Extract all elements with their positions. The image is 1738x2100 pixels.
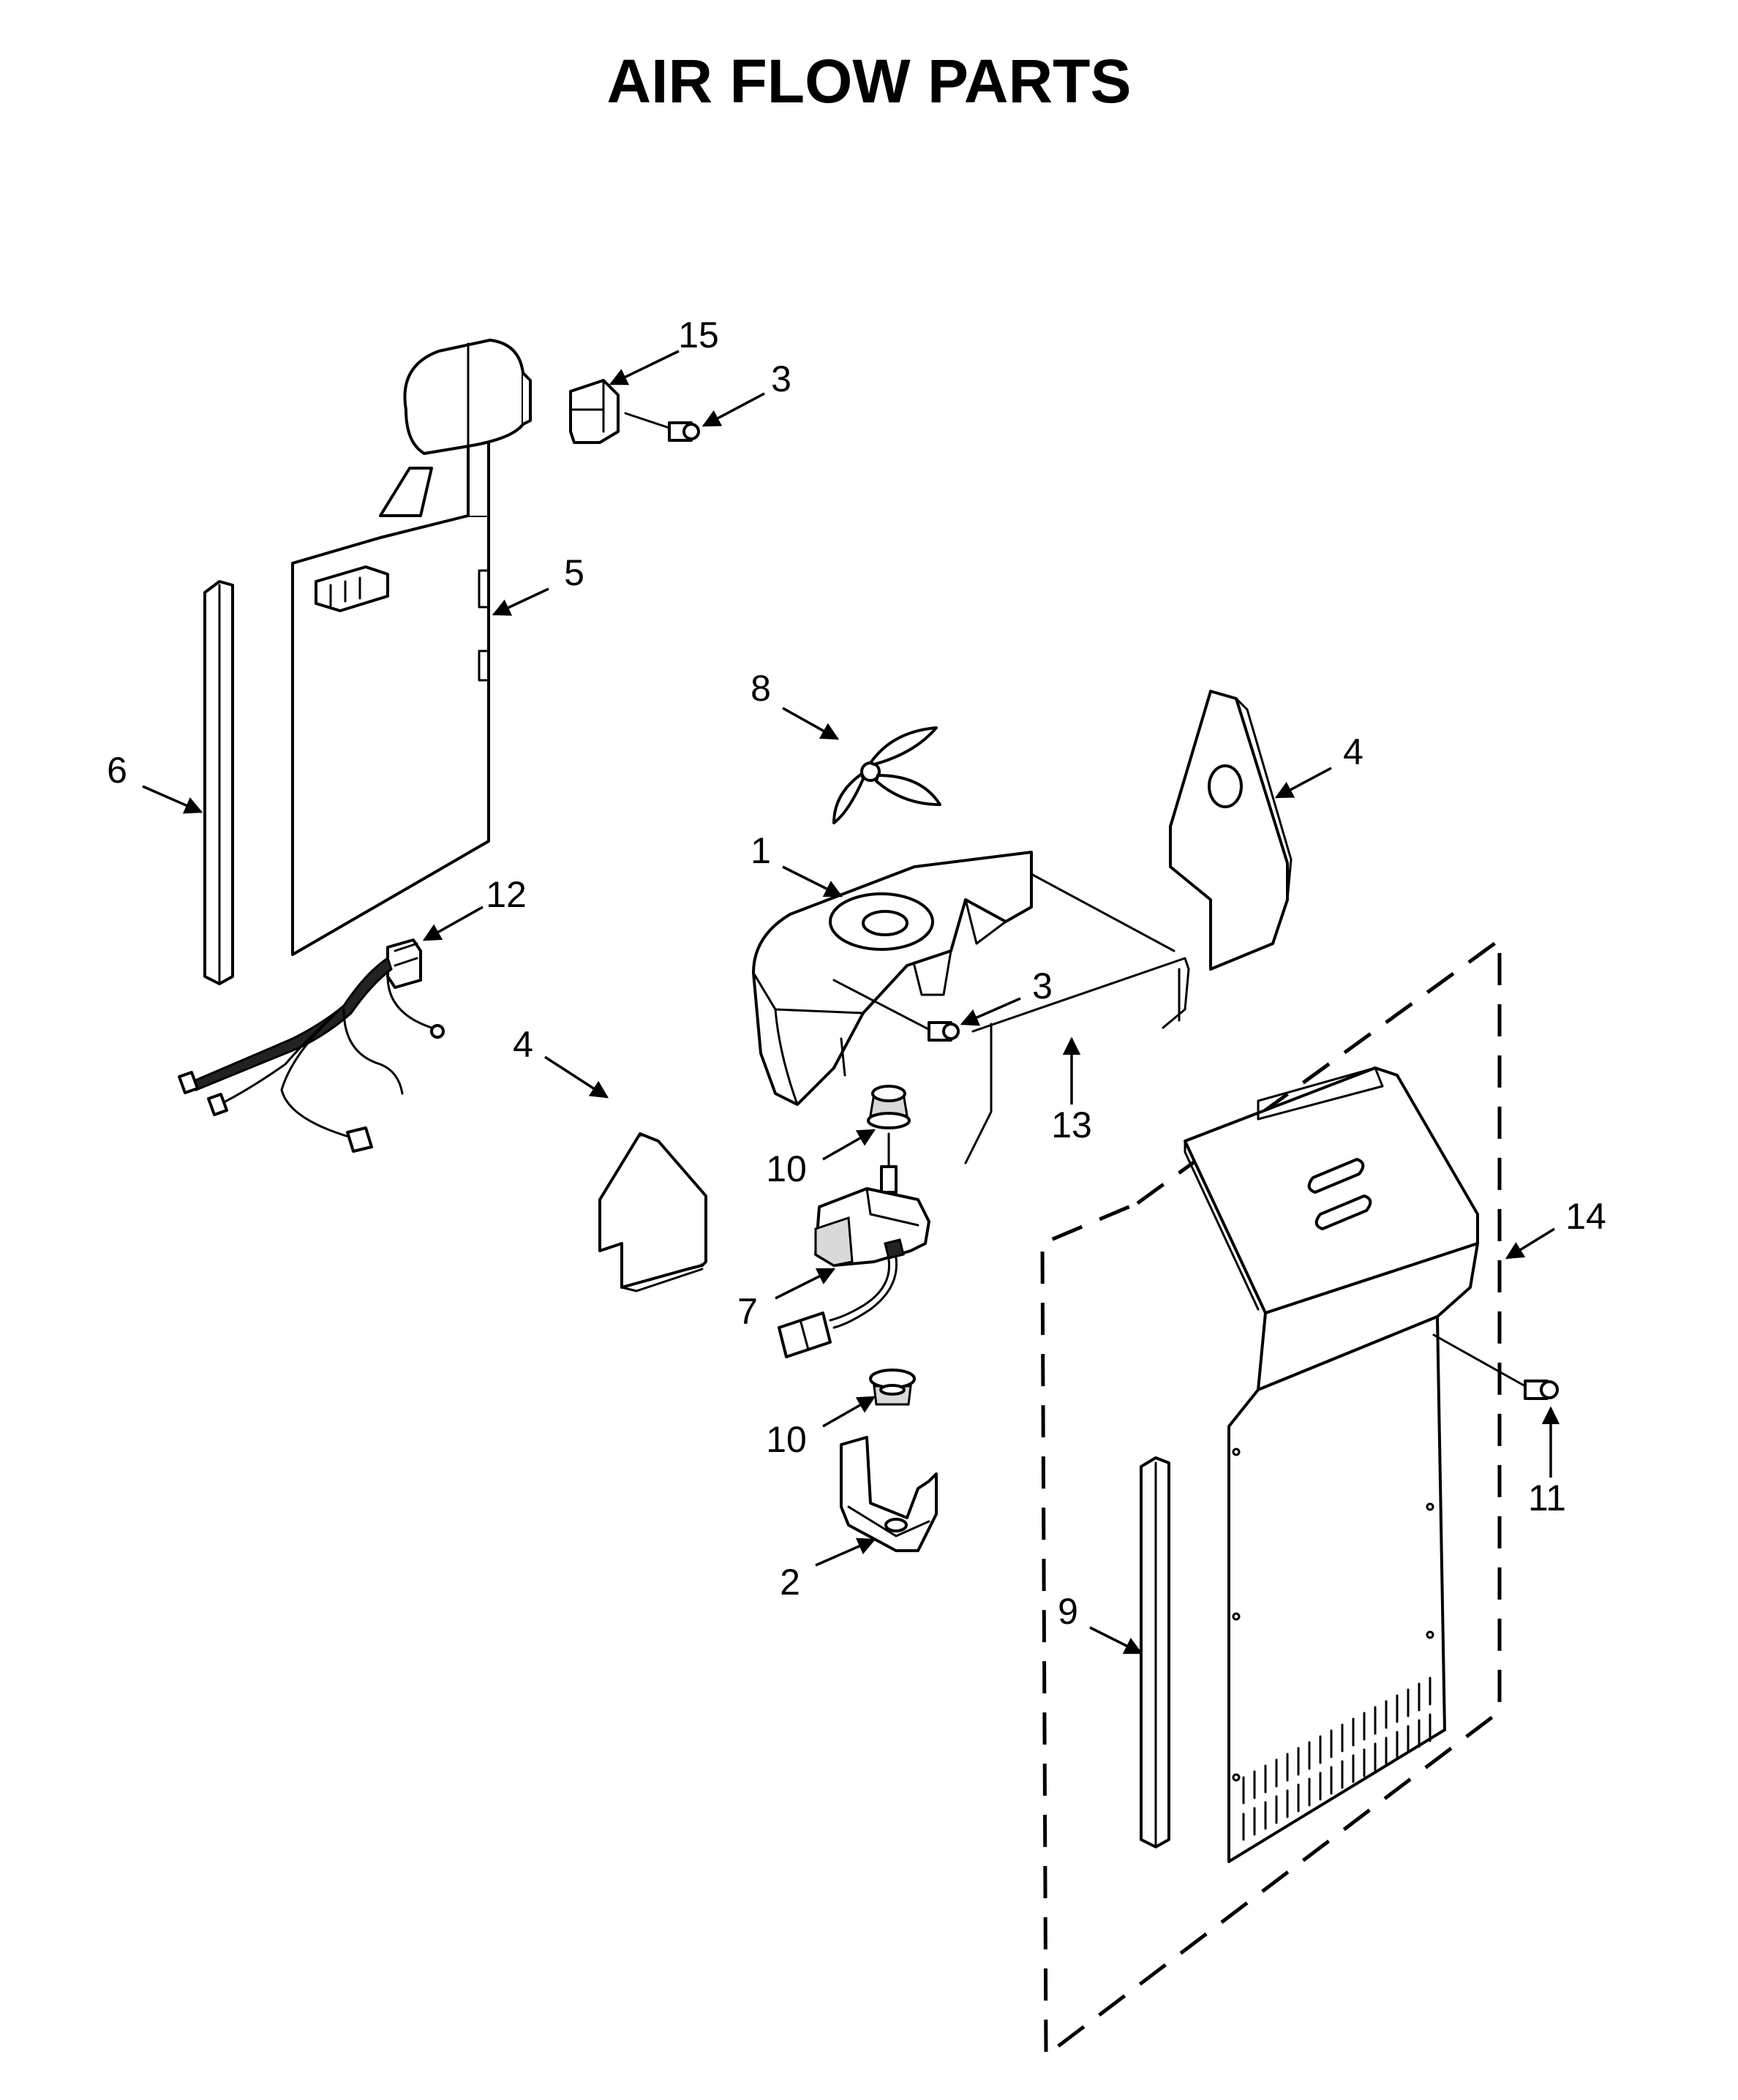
part-8-fan-blade [832,726,941,824]
callout-7: 7 [737,1291,758,1332]
part-4-baffle-left [598,1132,707,1292]
callout-8: 8 [750,668,771,709]
callout-1: 1 [750,830,771,871]
callout-9: 9 [1058,1591,1078,1632]
leader-1 [782,865,843,897]
callout-2: 2 [780,1562,800,1603]
part-2-motor-bracket [840,1436,938,1552]
leader-12 [422,906,484,941]
leader-2 [815,1538,876,1567]
part-6-foam-strip [203,580,234,985]
part-14-evaporator-cover [1040,936,1502,2060]
part-7-fan-motor [778,1132,930,1358]
part-13-wire-bracket [964,873,1190,1164]
part-1-fan-housing [752,851,1033,1106]
vent-slots [1242,1676,1432,1841]
callout-13: 13 [1051,1104,1092,1145]
callout-6: 6 [107,750,127,791]
leader-6 [142,785,203,814]
leader-8 [782,707,840,740]
part-11-screw [1432,1333,1559,1400]
page-title: AIR FLOW PARTS [606,47,1131,116]
leader-10a [822,1129,876,1161]
leader-3a [701,392,765,427]
leader-4b [544,1055,609,1099]
callout-14: 14 [1565,1196,1606,1237]
callout-4: 4 [513,1024,533,1065]
part-3-screw-middle [832,979,960,1042]
leader-5 [492,587,549,616]
callout-leaders [142,350,1560,1655]
leader-15 [609,350,680,385]
callout-11: 11 [1528,1478,1566,1518]
callout-3: 3 [771,358,791,399]
part-3-screw-upper [624,412,700,442]
callout-15: 15 [678,315,719,355]
part-15-cap [569,379,620,444]
leader-14 [1505,1227,1555,1260]
callout-4: 4 [1343,731,1363,772]
callout-3: 3 [1032,966,1053,1006]
part-5-air-duct-cover [291,339,532,956]
leader-7 [775,1268,836,1300]
leader-10b [822,1396,876,1428]
part-10-bushing-upper [867,1085,911,1129]
callout-12: 12 [486,874,527,915]
leader-9 [1089,1626,1143,1655]
part-4-baffle-right [1169,690,1293,971]
leader-4a [1274,767,1332,799]
callout-10: 10 [766,1419,807,1460]
callout-10: 10 [766,1148,807,1189]
leader-3b [960,997,1021,1026]
part-9-foam-strip [1140,1456,1170,1848]
part-12-wire-harness [178,938,445,1153]
callout-5: 5 [564,552,584,593]
part-10-bushing-lower [869,1369,916,1406]
callout-labels: 15 3 5 6 8 4 1 12 3 4 13 10 14 7 10 11 2… [107,315,1606,1632]
